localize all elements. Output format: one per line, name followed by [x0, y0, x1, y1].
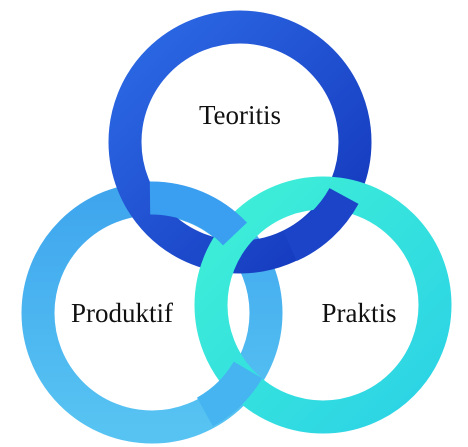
label-teoritis: Teoritis	[199, 100, 281, 130]
ring-produktif-overlap-bottom	[196, 361, 263, 427]
ring-produktif-overlap	[149, 181, 247, 246]
label-produktif: Produktif	[71, 298, 173, 328]
label-praktis: Praktis	[321, 298, 396, 328]
ring-teoritis-overlap	[282, 187, 359, 262]
ring-praktis	[194, 176, 452, 434]
